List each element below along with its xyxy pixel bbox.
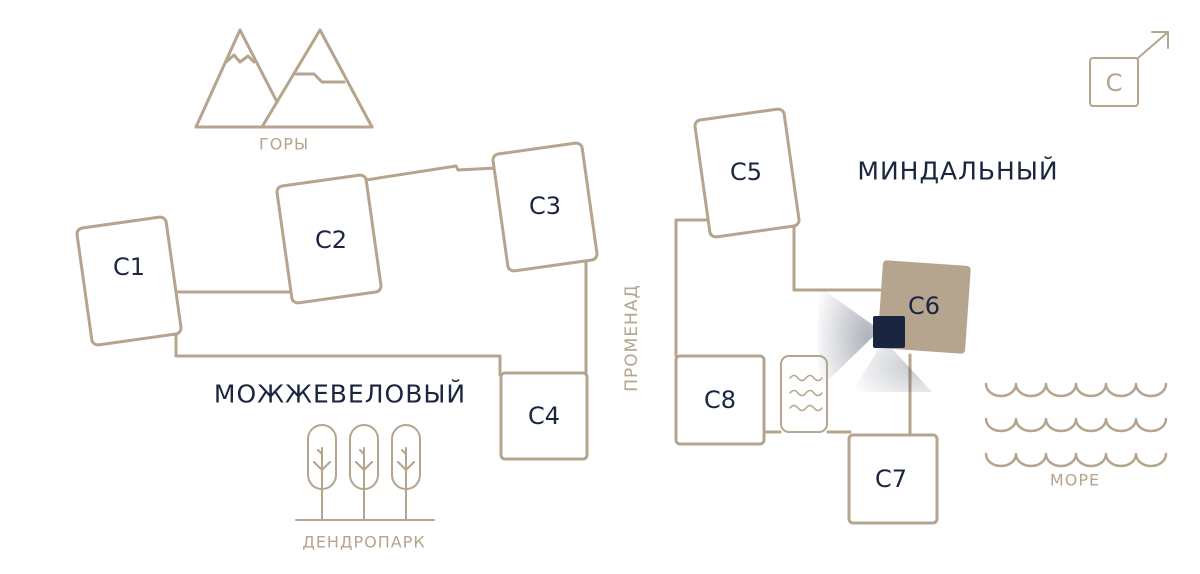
building-c2[interactable]: С2 xyxy=(275,173,383,305)
zone-juniper-label: МОЖЖЕВЕЛОВЫЙ xyxy=(214,380,466,409)
view-direction-icon xyxy=(818,286,932,392)
trees-icon xyxy=(295,424,435,521)
building-c6-selected[interactable]: С6 xyxy=(873,260,971,354)
view-marker xyxy=(873,316,905,348)
svg-text:С6: С6 xyxy=(908,292,940,320)
building-c5[interactable]: С5 xyxy=(693,107,801,239)
pool-icon xyxy=(780,355,828,433)
building-c4[interactable]: С4 xyxy=(499,371,589,461)
svg-text:С5: С5 xyxy=(730,158,762,186)
sea-label: МОРЕ xyxy=(1050,471,1100,490)
building-c8[interactable]: С8 xyxy=(674,354,766,446)
svg-text:С4: С4 xyxy=(528,402,560,430)
svg-text:С7: С7 xyxy=(875,465,907,493)
waves-icon xyxy=(984,382,1168,468)
almond-paths xyxy=(674,218,912,437)
svg-text:С8: С8 xyxy=(704,386,736,414)
juniper-paths xyxy=(174,164,588,378)
building-c1[interactable]: С1 xyxy=(75,215,183,347)
compass-label: С xyxy=(1106,69,1123,97)
svg-text:С3: С3 xyxy=(529,192,561,220)
promenade-label: ПРОМЕНАД xyxy=(622,284,642,392)
mountains-icon xyxy=(194,28,374,129)
svg-text:С1: С1 xyxy=(113,253,145,281)
mountains-label: ГОРЫ xyxy=(259,135,309,154)
building-c7[interactable]: С7 xyxy=(847,433,939,525)
zone-almond-label: МИНДАЛЬНЫЙ xyxy=(857,157,1058,186)
north-arrow-icon[interactable]: С xyxy=(1089,31,1169,107)
dendropark-label: ДЕНДРОПАРК xyxy=(302,533,425,552)
building-c3[interactable]: С3 xyxy=(491,141,599,273)
svg-text:С2: С2 xyxy=(315,226,347,254)
